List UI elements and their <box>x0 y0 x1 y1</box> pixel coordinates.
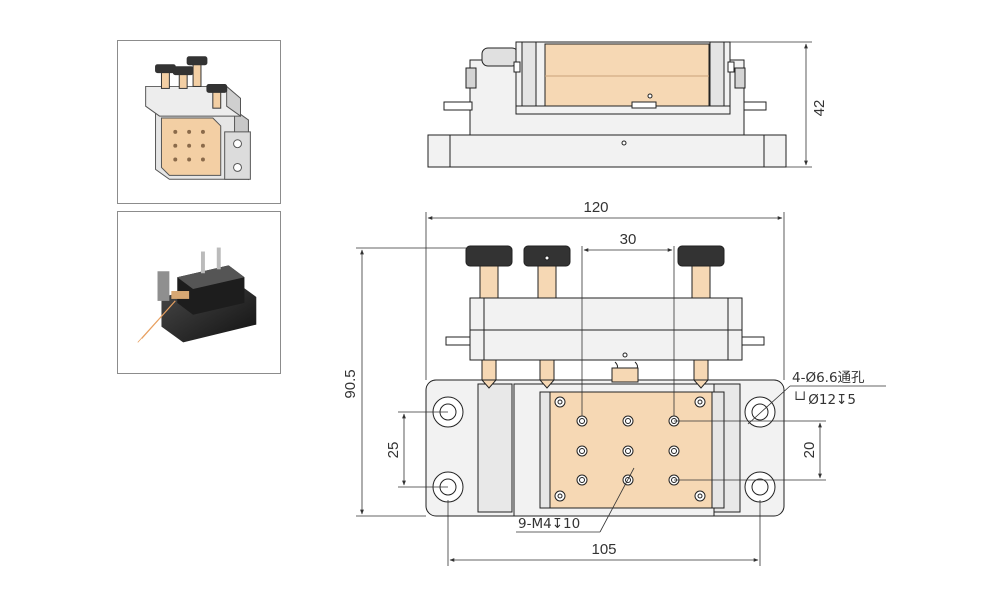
side-view <box>427 41 787 168</box>
top-view <box>425 245 785 517</box>
through-hole-leader <box>747 385 886 425</box>
dimension-20-label: 20 <box>801 442 818 459</box>
dimension-105 <box>447 500 761 566</box>
dimension-42 <box>730 41 812 168</box>
dimension-105-label: 105 <box>591 541 616 558</box>
dimension-20 <box>674 420 826 481</box>
dimension-25 <box>398 411 448 488</box>
knob-screw-right <box>677 245 725 389</box>
isometric-stage-illustration <box>145 56 251 181</box>
dimension-42-label: 42 <box>811 100 828 117</box>
knob-screw-middle <box>523 245 571 389</box>
tapped-hole-leader <box>516 467 635 533</box>
dimension-30 <box>581 246 675 416</box>
fiber-clamp-photo-illustration <box>137 247 257 343</box>
product-photo-thumbnail <box>117 211 281 374</box>
dimension-25-label: 25 <box>385 442 402 459</box>
dimension-120 <box>425 212 785 380</box>
dimension-30-label: 30 <box>620 231 637 248</box>
dimension-90-5 <box>356 247 466 517</box>
knob-screw-left <box>465 245 513 389</box>
tapped-hole-note: 9-M4↧10 <box>518 516 580 532</box>
counterbore-note: └┘Ø12↧5 <box>792 391 856 408</box>
dimension-120-label: 120 <box>583 199 608 216</box>
isometric-product-thumbnail <box>117 40 281 204</box>
through-hole-note: 4-Ø6.6通孔 <box>792 370 865 386</box>
dimension-90-5-label: 90.5 <box>342 369 359 398</box>
